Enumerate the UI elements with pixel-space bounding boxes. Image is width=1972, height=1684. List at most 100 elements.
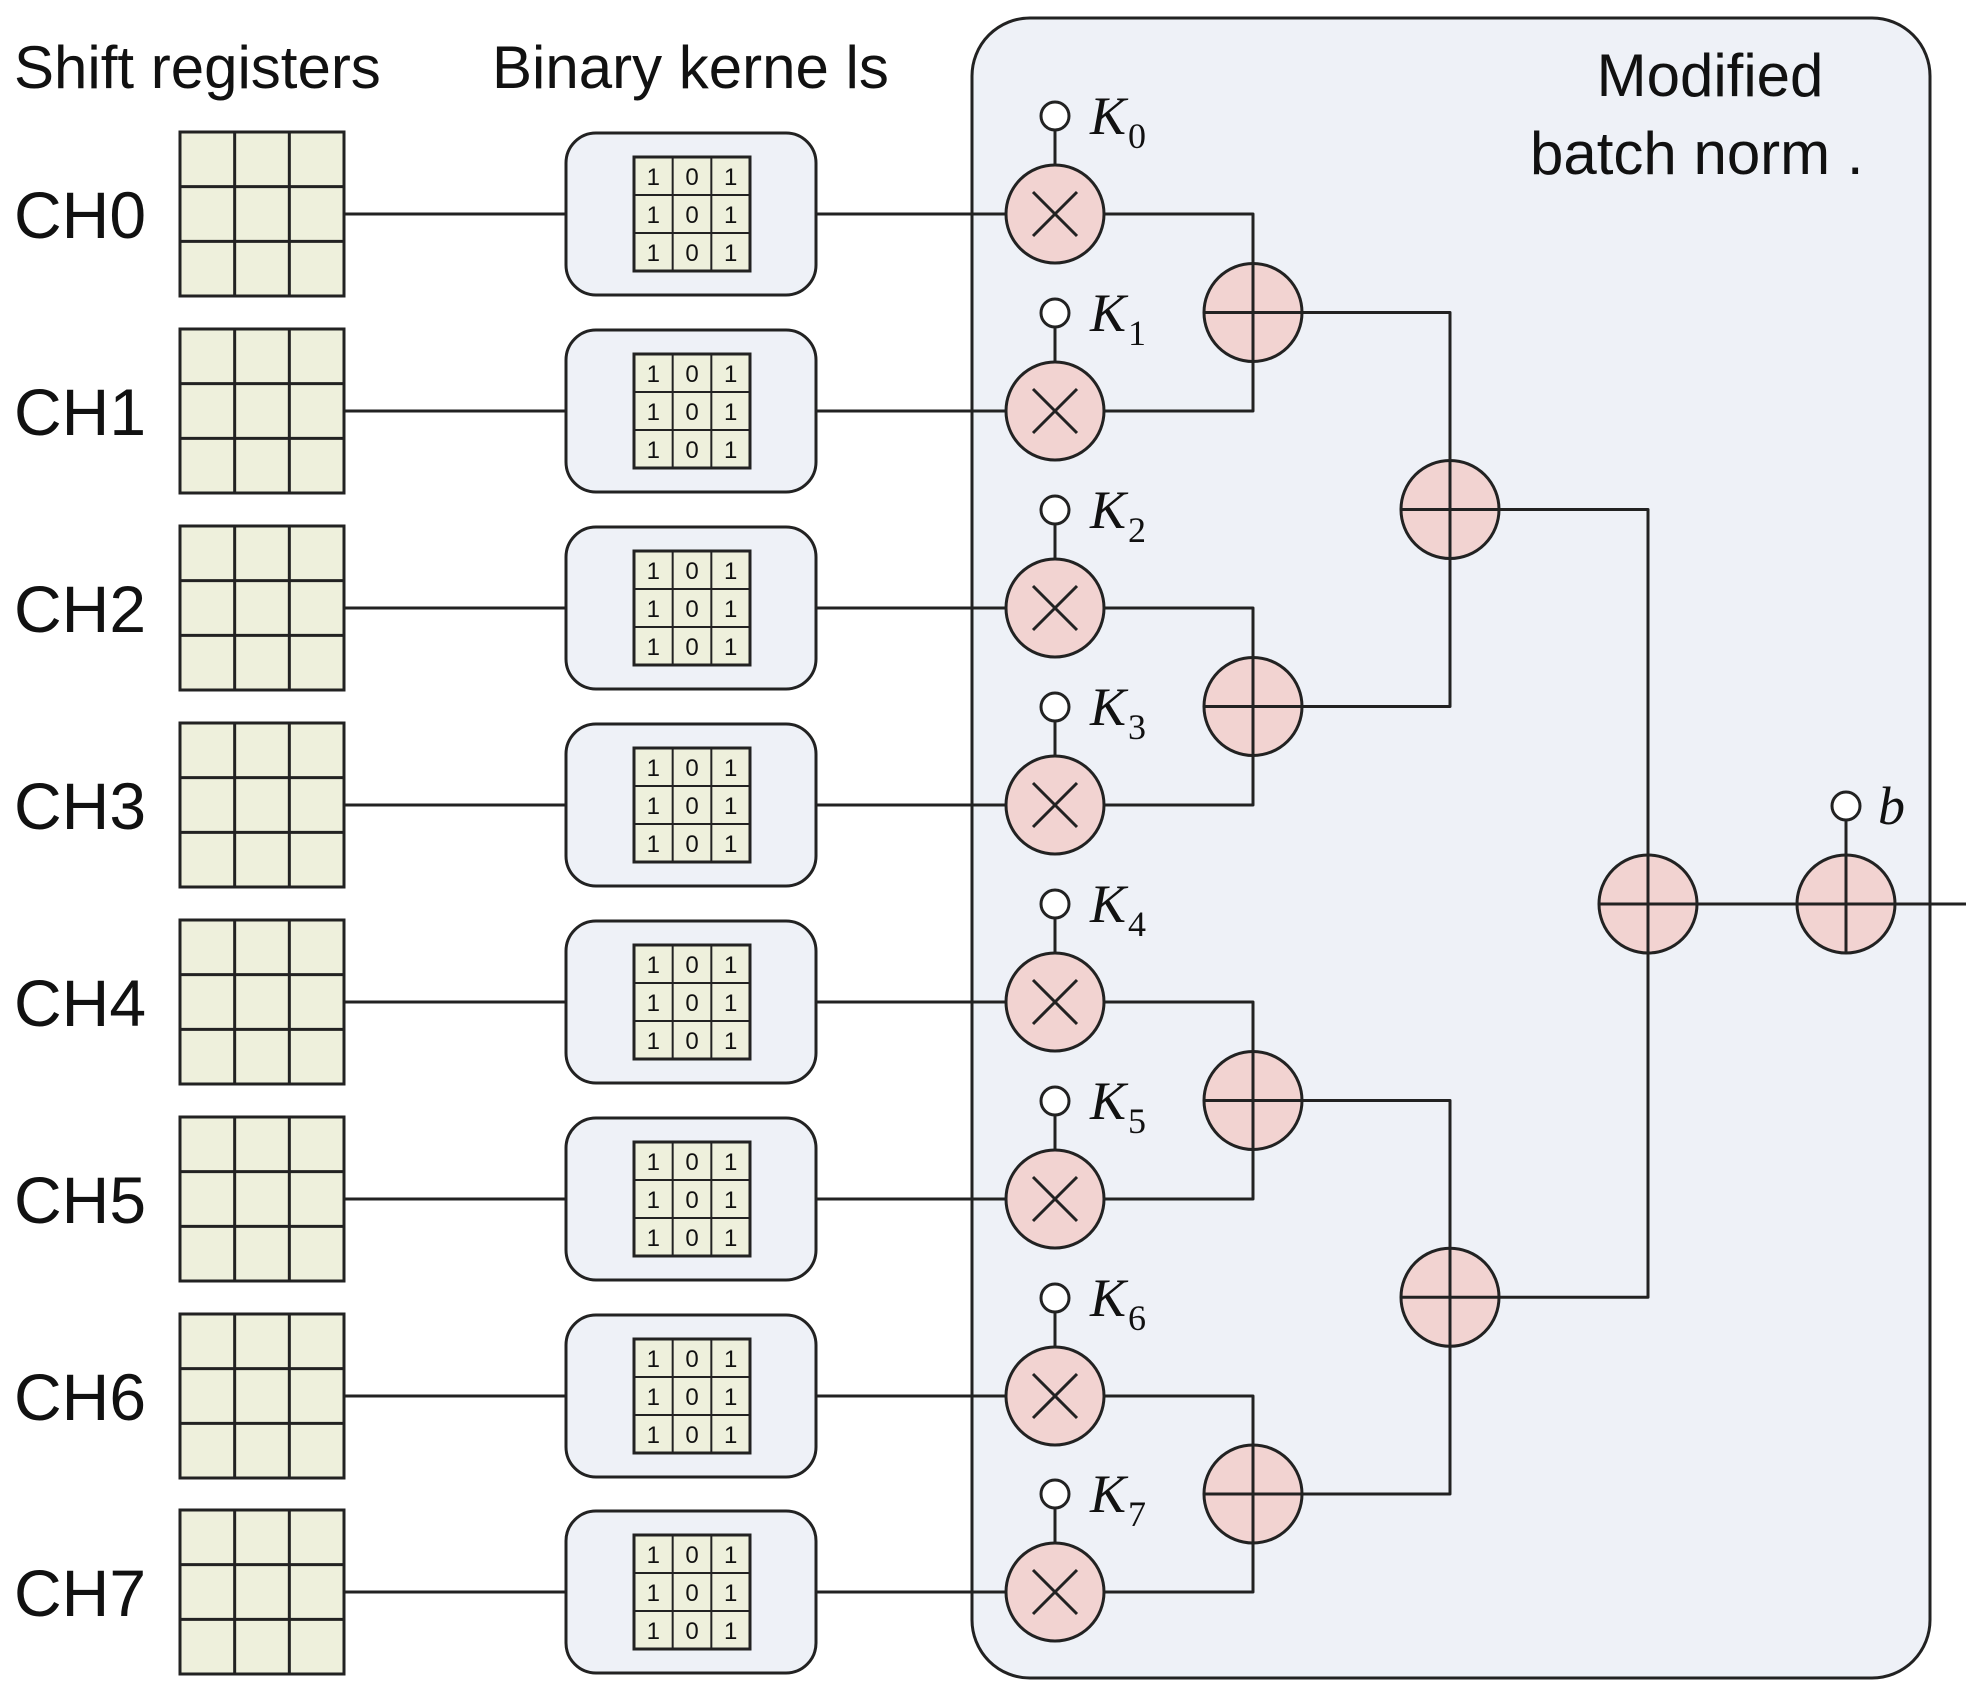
kernel-cell: 1 <box>647 952 660 979</box>
coefficient-pin <box>1039 1085 1071 1117</box>
coefficient-label: K <box>1089 480 1129 540</box>
kernel-cell: 0 <box>685 361 698 388</box>
kernel-cell: 1 <box>724 1028 737 1055</box>
kernel-cell: 0 <box>685 240 698 267</box>
kernel-cell: 1 <box>724 596 737 623</box>
kernel-cell: 0 <box>685 1618 698 1645</box>
kernel-cell: 0 <box>685 1028 698 1055</box>
kernel-cell: 1 <box>647 164 660 191</box>
shift-register <box>178 721 346 889</box>
kernel-cell: 1 <box>724 361 737 388</box>
multiplier <box>1004 1541 1106 1643</box>
channel-label: CH7 <box>14 1556 146 1630</box>
coefficient-pin <box>1039 1478 1071 1510</box>
kernel-cell: 1 <box>724 1580 737 1607</box>
adder <box>1202 656 1304 757</box>
kernel-cell: 1 <box>647 596 660 623</box>
bias-label: b <box>1878 776 1905 836</box>
coefficient-subscript: 1 <box>1128 313 1146 353</box>
kernel-cell: 1 <box>724 793 737 820</box>
batch-norm-panel <box>970 16 1932 1680</box>
multiplier <box>1004 1148 1106 1250</box>
kernel-cell: 1 <box>724 1225 737 1252</box>
coefficient-pin <box>1039 100 1071 132</box>
batch-norm-panel-frame <box>970 16 1932 1680</box>
coefficient-label: K <box>1089 1071 1129 1131</box>
kernel-cell: 0 <box>685 1542 698 1569</box>
kernel-cell: 1 <box>647 793 660 820</box>
coefficient-pin <box>1039 297 1071 329</box>
kernel-cell: 1 <box>724 240 737 267</box>
multiplier-to-adder-wire <box>1104 1394 1255 1445</box>
kernel-cell: 1 <box>724 831 737 858</box>
kernel-cell: 1 <box>647 361 660 388</box>
coefficient-subscript: 6 <box>1128 1298 1146 1338</box>
channel-label: CH1 <box>14 375 146 449</box>
multiplier <box>1004 754 1106 856</box>
kernel-cell: 1 <box>647 990 660 1017</box>
kernel-cell: 0 <box>685 1149 698 1176</box>
multiplier-to-adder-wire <box>1104 606 1255 658</box>
binary-kernel-matrix <box>632 155 752 273</box>
coefficient-label: K <box>1089 874 1129 934</box>
coefficient-label: K <box>1089 1268 1129 1328</box>
header-binary-kernels: Binary kerne ls <box>492 34 889 101</box>
kernel-cell: 1 <box>647 1542 660 1569</box>
multiplier <box>1004 360 1106 462</box>
multiplier-to-adder-wire <box>1104 755 1255 807</box>
multiplier-to-adder-wire <box>1104 361 1255 413</box>
bias-pin <box>1830 790 1862 822</box>
kernel-cell: 0 <box>685 1187 698 1214</box>
kernel-cell: 1 <box>647 1384 660 1411</box>
kernel-cell: 1 <box>647 755 660 782</box>
kernel-cell: 0 <box>685 990 698 1017</box>
multiplier-to-adder-wire <box>1104 1000 1255 1052</box>
multiplier-times-icon <box>1031 584 1079 632</box>
coefficient-pin <box>1039 1282 1071 1314</box>
binary-kernel-matrix <box>632 1337 752 1455</box>
channel-label: CH3 <box>14 769 146 843</box>
kernel-cell: 1 <box>724 990 737 1017</box>
kernel-cell: 0 <box>685 202 698 229</box>
multiplier-times-icon <box>1031 190 1079 238</box>
kernel-cell: 1 <box>647 202 660 229</box>
shift-register <box>178 524 346 692</box>
multiplier-to-adder-wire <box>1104 1149 1255 1201</box>
binary-kernel-matrix <box>632 746 752 864</box>
kernel-cell: 1 <box>724 164 737 191</box>
kernel-cell: 0 <box>685 831 698 858</box>
coefficient-pin <box>1039 691 1071 723</box>
kernel-cell: 1 <box>647 1618 660 1645</box>
kernel-cell: 1 <box>647 634 660 661</box>
multiplier <box>1004 557 1106 659</box>
kernel-cell: 0 <box>685 1384 698 1411</box>
channel-label: CH2 <box>14 572 146 646</box>
kernel-cell: 1 <box>724 1187 737 1214</box>
kernel-cell: 0 <box>685 634 698 661</box>
kernel-cell: 0 <box>685 1346 698 1373</box>
adder <box>1202 1443 1304 1545</box>
adder-to-adder-wire <box>1302 558 1452 708</box>
kernel-cell: 1 <box>647 558 660 585</box>
kernel-cell: 1 <box>647 1346 660 1373</box>
shift-register <box>178 1115 346 1283</box>
shift-register <box>178 1508 346 1676</box>
kernel-cell: 0 <box>685 596 698 623</box>
kernel-cell: 1 <box>647 399 660 426</box>
channel-label: CH6 <box>14 1360 146 1434</box>
header-shift-registers: Shift registers <box>14 34 381 101</box>
kernel-cell: 1 <box>647 831 660 858</box>
coefficient-subscript: 7 <box>1128 1494 1146 1534</box>
coefficient-label: K <box>1089 1464 1129 1524</box>
kernel-cell: 1 <box>724 399 737 426</box>
multiplier-to-adder-wire <box>1104 212 1255 264</box>
adder <box>1399 1246 1501 1348</box>
multiplier-times-icon <box>1031 1175 1079 1223</box>
multiplier-to-adder-wire <box>1104 1543 1255 1594</box>
adder-to-adder-wire <box>1499 953 1650 1299</box>
header-batch-norm-line2: batch norm . <box>1530 120 1864 187</box>
kernel-cell: 1 <box>647 1187 660 1214</box>
adder <box>1202 1050 1304 1151</box>
coefficient-pin <box>1039 494 1071 526</box>
